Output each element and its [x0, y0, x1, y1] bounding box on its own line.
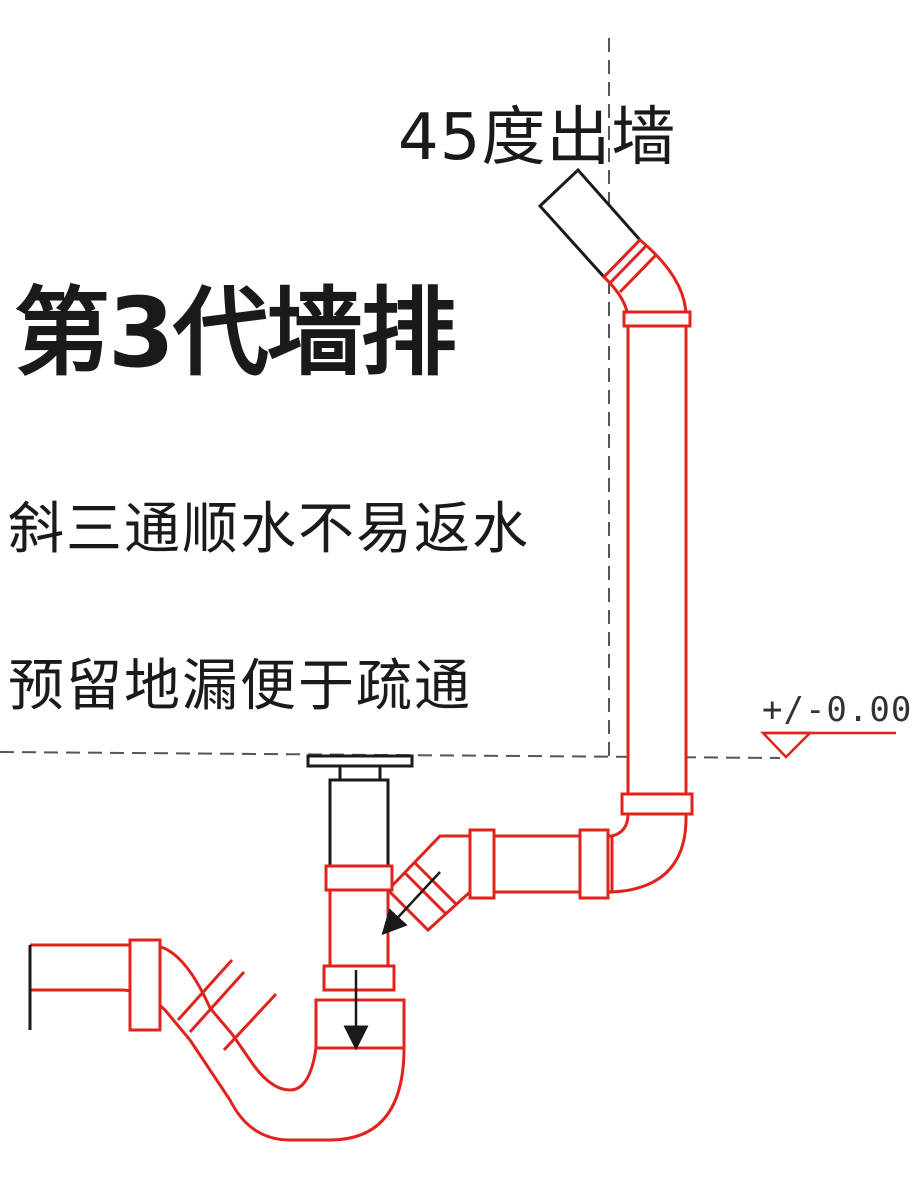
floor-level-label: +/-0.00	[762, 690, 912, 730]
feature-note-1: 斜三通顺水不易返水	[8, 497, 530, 562]
riser-pipe	[626, 318, 688, 797]
vertical-riser-pipe	[385, 167, 694, 933]
floor-drain-assembly	[306, 754, 414, 1050]
level-marker	[760, 731, 896, 759]
lower-elbow	[610, 812, 688, 894]
main-title: 第3代墙排	[14, 277, 457, 389]
tee-body	[328, 888, 390, 972]
feature-note-2: 预留地漏便于疏通	[8, 654, 472, 719]
outlet-label: 45度出墙	[398, 101, 677, 175]
branch-flow-arrow	[381, 871, 441, 936]
p-trap	[28, 938, 406, 1142]
drain-column	[328, 778, 390, 872]
flow-arrows	[343, 871, 441, 1051]
